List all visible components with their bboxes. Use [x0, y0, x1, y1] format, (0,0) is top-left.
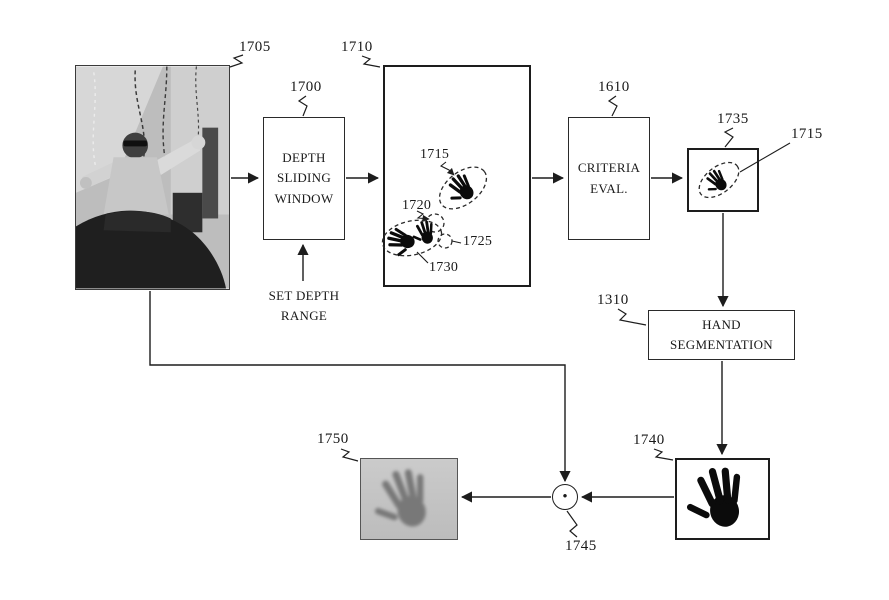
- hand-mask-box-1740: [675, 458, 770, 540]
- depth-scene-illustration: [76, 66, 229, 289]
- process-box-criteria-eval: CRITERIA EVAL.: [568, 117, 650, 240]
- process-box-depth-sliding-window: DEPTH SLIDING WINDOW: [263, 117, 345, 240]
- process-box-hand-segmentation: HAND SEGMENTATION: [648, 310, 795, 360]
- criteria-eval-label: CRITERIA EVAL.: [577, 160, 641, 196]
- person-glasses: [123, 140, 148, 147]
- set-depth-range-label: SET DEPTH RANGE: [268, 288, 340, 323]
- multiply-operator: •: [552, 484, 578, 510]
- multiply-dot: •: [562, 488, 568, 505]
- hand-segmentation-label: HAND SEGMENTATION: [670, 316, 773, 352]
- depth-image-1705: [75, 65, 230, 290]
- output-hand-image-1750: [360, 458, 458, 540]
- selected-window-box-1735: [687, 148, 759, 212]
- candidate-windows-box-1710: [383, 65, 531, 287]
- person-torso: [103, 157, 169, 215]
- set-depth-range-annotation: SET DEPTH RANGE: [255, 286, 353, 325]
- depth-sliding-window-label: DEPTH SLIDING WINDOW: [274, 150, 334, 206]
